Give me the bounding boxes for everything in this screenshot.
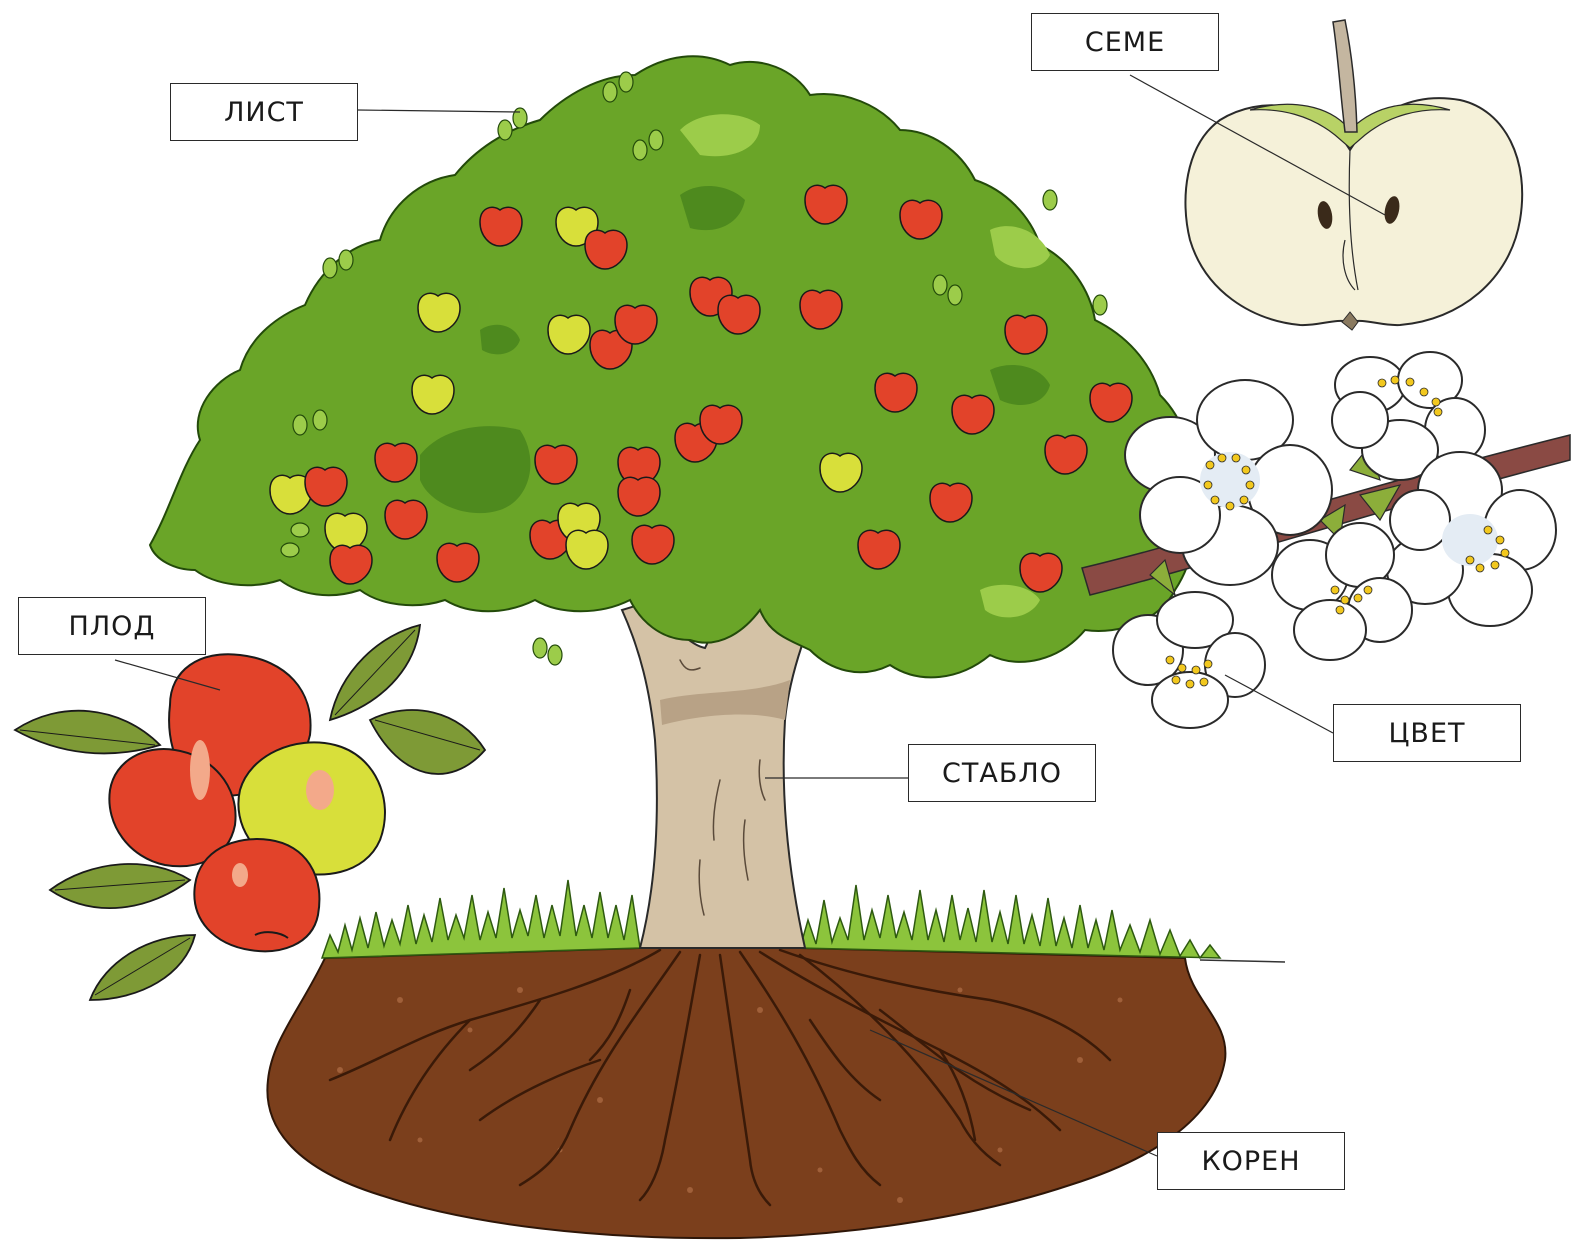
apple-cross-section bbox=[1185, 20, 1522, 330]
label-root-text: КОРЕН bbox=[1201, 1146, 1300, 1177]
label-seed-text: СЕМЕ bbox=[1085, 27, 1165, 58]
label-flower: ЦВЕТ bbox=[1333, 704, 1521, 762]
flower-4 bbox=[1272, 523, 1412, 660]
label-leaf: ЛИСТ bbox=[170, 83, 358, 141]
label-trunk: СТАБЛО bbox=[908, 744, 1096, 802]
soil bbox=[267, 948, 1225, 1238]
label-fruit-text: ПЛОД bbox=[69, 611, 156, 642]
label-flower-text: ЦВЕТ bbox=[1388, 718, 1465, 749]
label-leaf-text: ЛИСТ bbox=[224, 97, 304, 128]
label-fruit: ПЛОД bbox=[18, 597, 206, 655]
label-trunk-text: СТАБЛО bbox=[942, 758, 1062, 789]
label-seed: СЕМЕ bbox=[1031, 13, 1219, 71]
label-root: КОРЕН bbox=[1157, 1132, 1345, 1190]
